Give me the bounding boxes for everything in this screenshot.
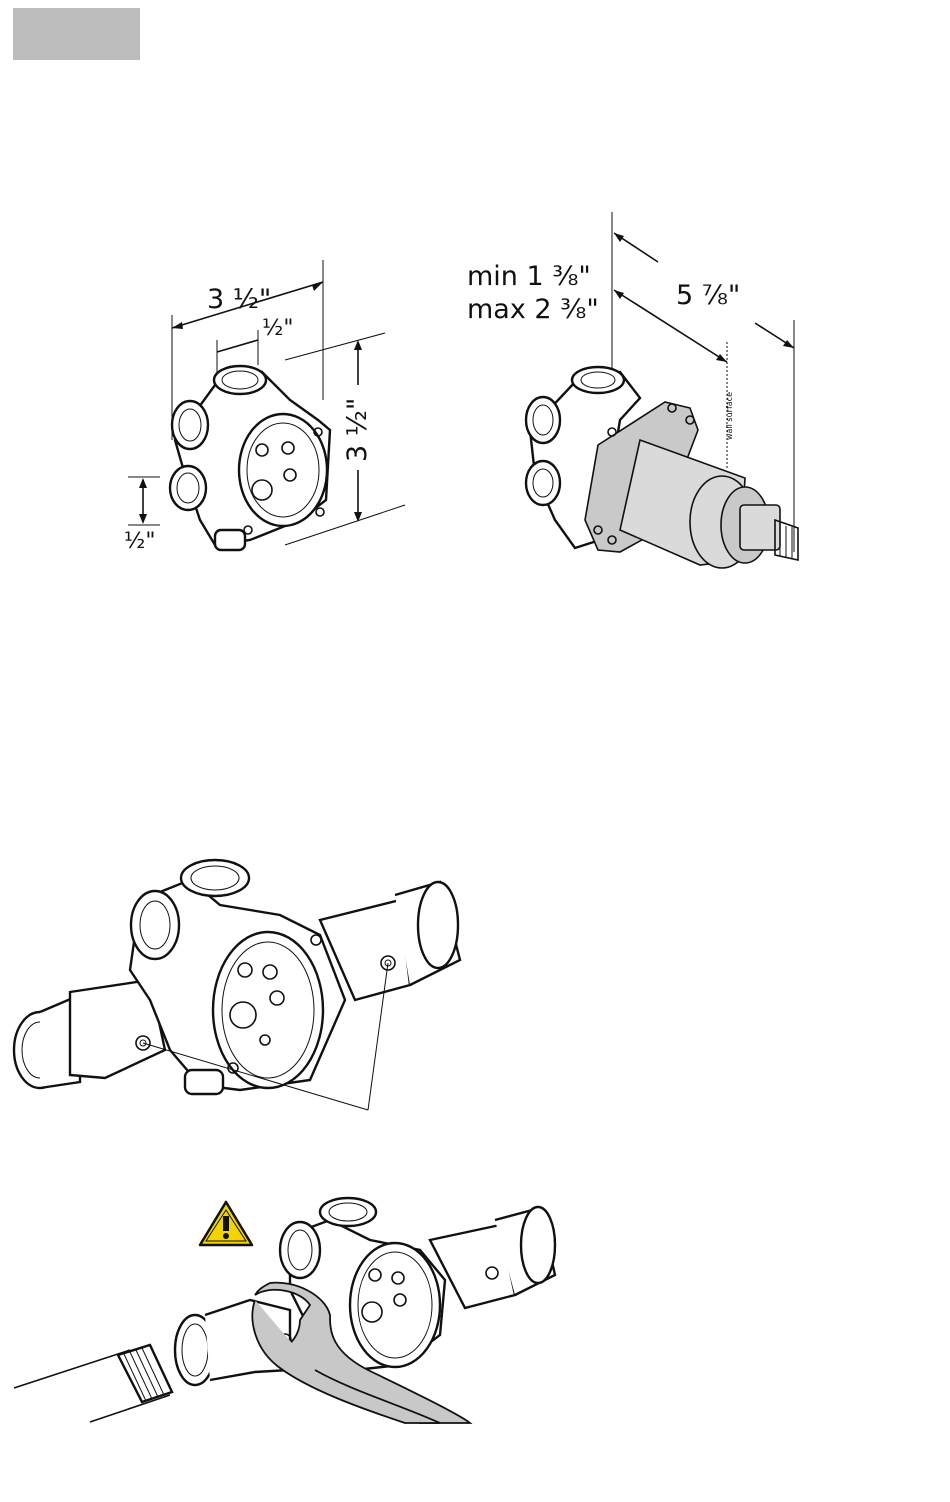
total-depth-label: 5 ⅞" (676, 282, 740, 309)
offset-dimension-label: ½" (262, 318, 293, 340)
bottom-offset-dimension-label: ½" (124, 531, 155, 553)
min-depth-label: min 1 ⅜" (467, 263, 591, 290)
max-depth-label: max 2 ⅜" (467, 296, 599, 323)
height-dimension-label: 3 ½" (344, 398, 371, 462)
wall-surface-label: wall surface (725, 392, 734, 440)
width-dimension-label: 3 ½" (207, 286, 271, 313)
warning-triangle-icon (200, 1202, 252, 1245)
